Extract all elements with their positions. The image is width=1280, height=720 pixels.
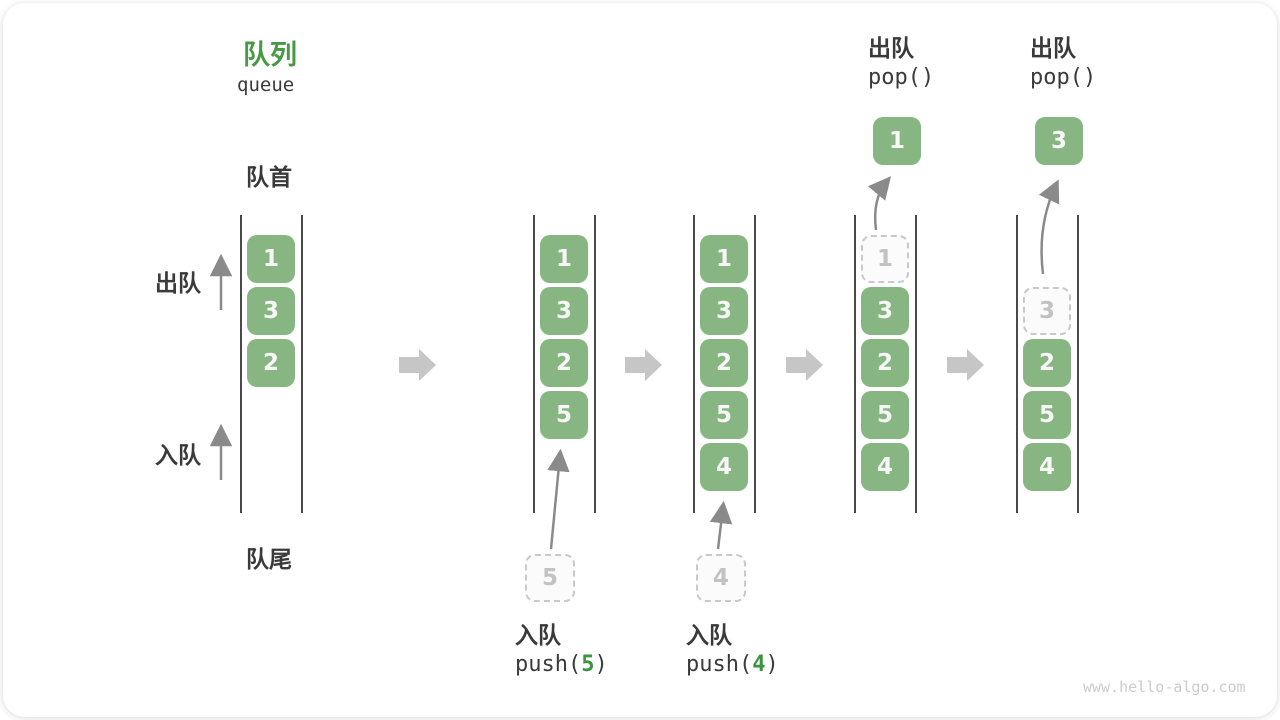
transition-arrow-3 — [786, 349, 823, 381]
queue-cell: 4 — [1023, 443, 1071, 491]
label-queue-front: 队首 — [246, 164, 292, 190]
push-code-label: push(5) — [515, 652, 608, 677]
push-arrow-1 — [547, 448, 570, 550]
queue-cell: 3 — [247, 287, 295, 335]
queue-cell: 3 — [540, 287, 588, 335]
queue-cell: 2 — [1023, 339, 1071, 387]
transition-arrow-1 — [399, 349, 436, 381]
diagram-title: 队列 — [243, 40, 297, 70]
queue-wall-left — [1016, 215, 1018, 513]
transition-arrow-2 — [625, 349, 662, 381]
diagram-subtitle: queue — [237, 74, 295, 96]
queue-cell: 5 — [1023, 391, 1071, 439]
popped-cell: 1 — [873, 117, 921, 165]
queue-cell: 2 — [700, 339, 748, 387]
queue-wall-left — [240, 215, 242, 513]
label-enqueue-op: 入队 — [515, 622, 561, 648]
queue-cell: 4 — [700, 443, 748, 491]
push-arg: 4 — [752, 652, 766, 677]
queue-wall-right — [301, 215, 303, 513]
queue-cell: 2 — [247, 339, 295, 387]
pop-code-label: pop() — [868, 65, 935, 90]
queue-wall-right — [915, 215, 917, 513]
queue-cell-ghost: 1 — [861, 235, 909, 283]
staged-value-box: 4 — [696, 554, 746, 602]
queue-wall-right — [754, 215, 756, 513]
pop-code-label: pop() — [1030, 65, 1097, 90]
queue-cell: 3 — [700, 287, 748, 335]
queue-cell: 5 — [861, 391, 909, 439]
queue-cell: 5 — [700, 391, 748, 439]
label-enqueue-op: 入队 — [686, 622, 732, 648]
queue-wall-left — [533, 215, 535, 513]
queue-cell: 2 — [540, 339, 588, 387]
queue-cell: 1 — [247, 235, 295, 283]
queue-wall-left — [854, 215, 856, 513]
queue-wall-right — [1077, 215, 1079, 513]
queue-cell: 3 — [861, 287, 909, 335]
queue-cell-ghost: 3 — [1023, 287, 1071, 335]
popped-cell: 3 — [1035, 117, 1083, 165]
push-arg: 5 — [581, 652, 595, 677]
queue-cell: 5 — [540, 391, 588, 439]
arrows-overlay — [209, 176, 1060, 550]
queue-cell: 1 — [540, 235, 588, 283]
staged-value-box: 5 — [525, 554, 575, 602]
label-dequeue-op: 出队 — [868, 35, 914, 61]
watermark: www.hello-algo.com — [1083, 678, 1246, 696]
pop-arrow-1 — [867, 176, 891, 231]
label-dequeue-side: 出队 — [155, 270, 201, 296]
push-arrow-2 — [709, 500, 733, 550]
queue-wall-right — [594, 215, 596, 513]
label-enqueue-side: 入队 — [155, 442, 201, 468]
push-code-label: push(4) — [686, 652, 779, 677]
label-queue-rear: 队尾 — [246, 546, 292, 572]
pop-arrow-2 — [1038, 179, 1060, 275]
label-dequeue-op: 出队 — [1030, 35, 1076, 61]
queue-cell: 4 — [861, 443, 909, 491]
queue-cell: 1 — [700, 235, 748, 283]
queue-wall-left — [693, 215, 695, 513]
queue-cell: 2 — [861, 339, 909, 387]
transition-arrow-4 — [947, 349, 984, 381]
